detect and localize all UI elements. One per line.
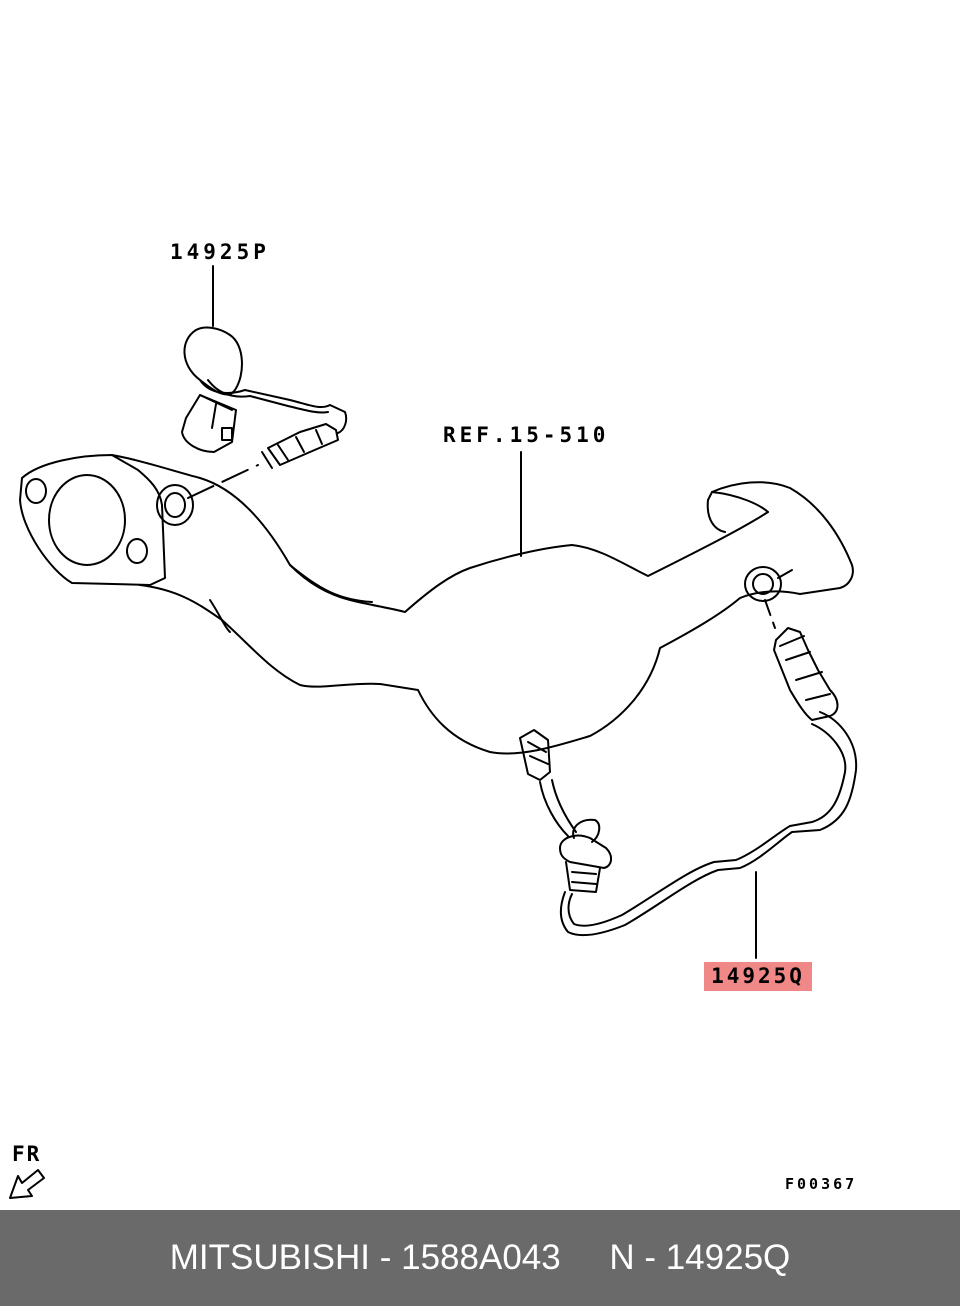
fr-arrow-icon <box>9 1169 45 1199</box>
upper-oxygen-sensor <box>181 326 348 499</box>
direction-label: FR <box>12 1142 42 1166</box>
exhaust-pipe-assembly <box>19 454 854 755</box>
part-label-14925q-highlighted: 14925Q <box>704 962 812 991</box>
reference-label: REF.15-510 <box>443 423 610 447</box>
exhaust-sensor-diagram <box>9 265 858 1199</box>
lower-oxygen-sensor <box>519 599 858 937</box>
figure-code: F00367 <box>785 1175 858 1193</box>
part-label-14925p: 14925P <box>170 240 270 264</box>
part-number-footer: MITSUBISHI - 1588A043 N - 14925Q <box>0 1210 960 1306</box>
